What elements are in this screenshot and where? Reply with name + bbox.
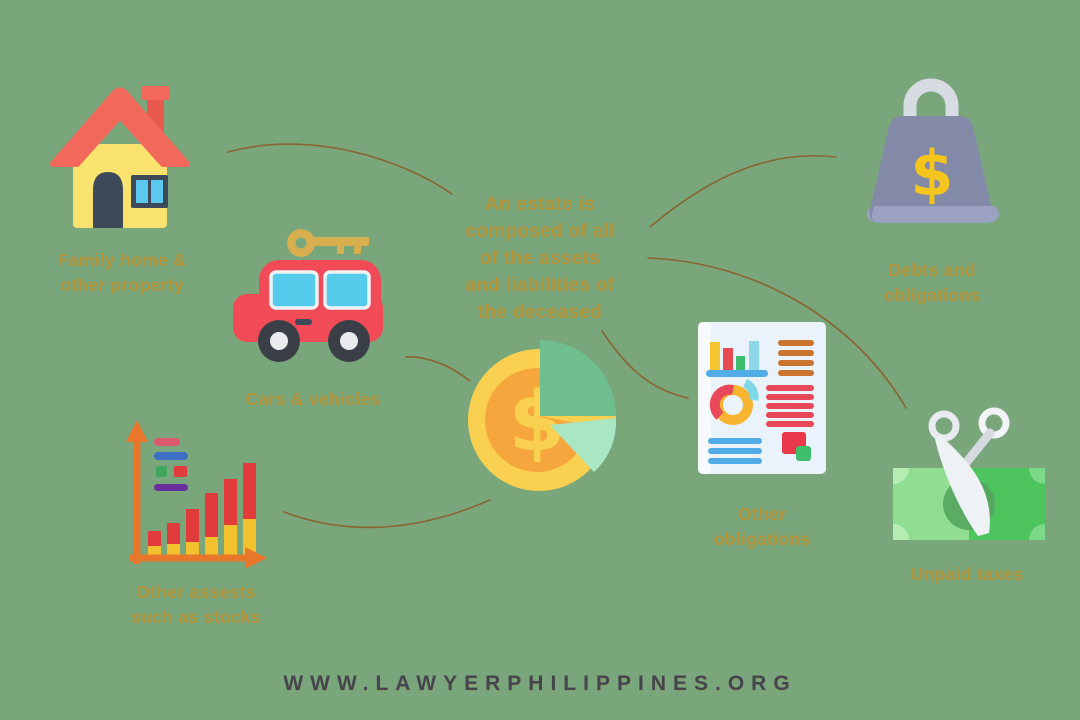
node-other-obligations: [692, 320, 832, 480]
family-home-label: Family home & other property: [57, 250, 187, 296]
node-unpaid-taxes: [888, 405, 1048, 580]
unpaid-taxes-label: Unpaid taxes: [910, 564, 1024, 584]
cars-label: Cars & vehicles: [245, 389, 381, 409]
center-message: An estate is composed of all of the asse…: [465, 194, 615, 323]
node-stocks: [112, 412, 277, 572]
money-weight-icon: $: [867, 78, 999, 223]
stocks-label: Other assests such as stocks: [131, 582, 261, 628]
coin-pie-icon: $: [468, 340, 617, 491]
other-obligations-label: Other obligations: [713, 504, 811, 550]
scissors-money-icon: [893, 407, 1045, 540]
stock-bar-chart-icon: [126, 420, 267, 569]
debts-label: Debts and obligations: [883, 260, 981, 306]
node-debts: $: [858, 76, 1008, 238]
house-icon: [50, 86, 190, 228]
report-document-icon: [698, 322, 826, 474]
weight-dollar-glyph: $: [910, 137, 953, 210]
car-key-icon: [233, 229, 383, 362]
node-family-home: [45, 76, 195, 231]
node-cars: [225, 222, 395, 377]
node-estate-center: $: [455, 338, 655, 503]
footer-website-url: WWW.LAWYERPHILIPPINES.ORG: [283, 672, 797, 695]
